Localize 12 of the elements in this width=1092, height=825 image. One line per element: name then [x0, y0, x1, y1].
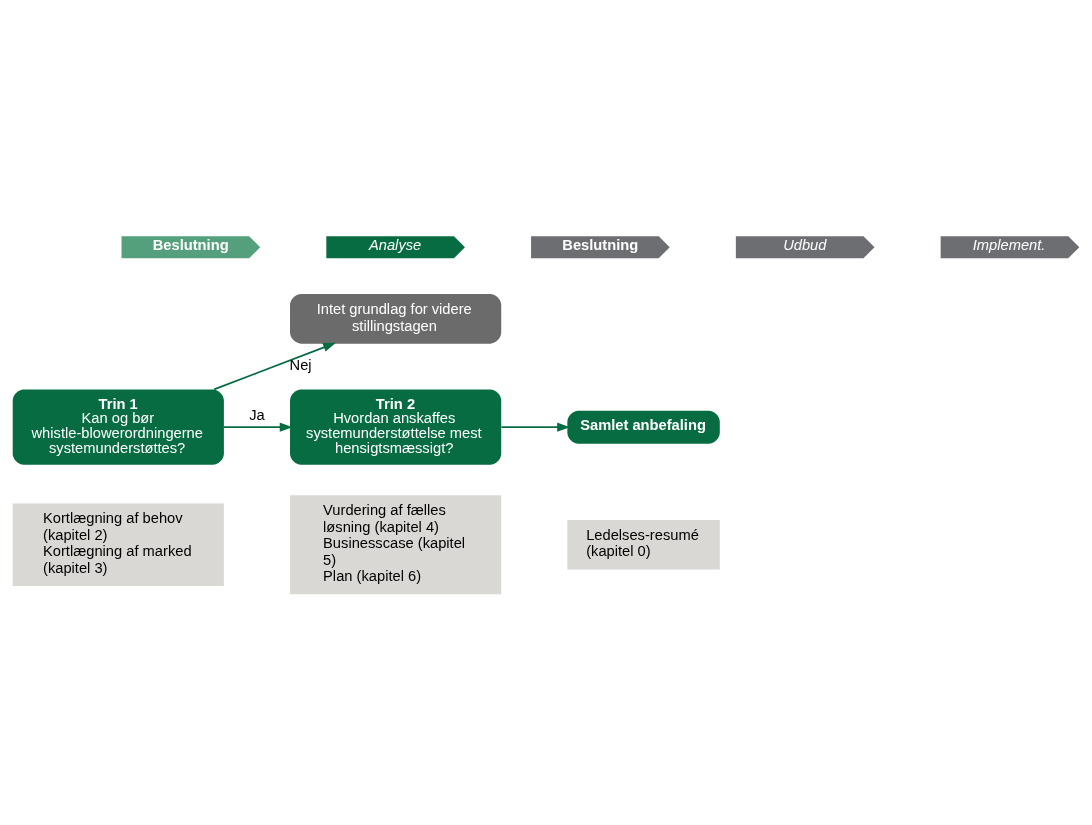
arrow	[213, 342, 336, 391]
node-box: Intet grundlag for videre stillingstagen	[290, 294, 502, 344]
arrow	[500, 422, 570, 432]
arrow	[223, 422, 293, 432]
edge-label: Nej	[289, 357, 312, 374]
node-box: Trin 2 Hvordan anskaffes systemunderstøttelse mest hensigtsmæssigt?	[290, 389, 502, 465]
node-box: Kortlægning af behov (kapitel 2) Kortlægning af marked (kapitel 3)	[12, 503, 224, 587]
node-box: Ledelses-resumé (kapitel 0)	[567, 519, 720, 570]
node-box: Trin 1 Kan og bør whistle-blowerordningerne systemunderstøttes?	[12, 389, 224, 465]
edge-label: Ja	[249, 406, 265, 423]
node-box: Vurdering af fælles løsning (kapitel 4) Businesscase (kapitel 5) Plan (kapitel 6)	[290, 495, 502, 595]
node-box: Samlet anbefaling	[567, 410, 720, 444]
